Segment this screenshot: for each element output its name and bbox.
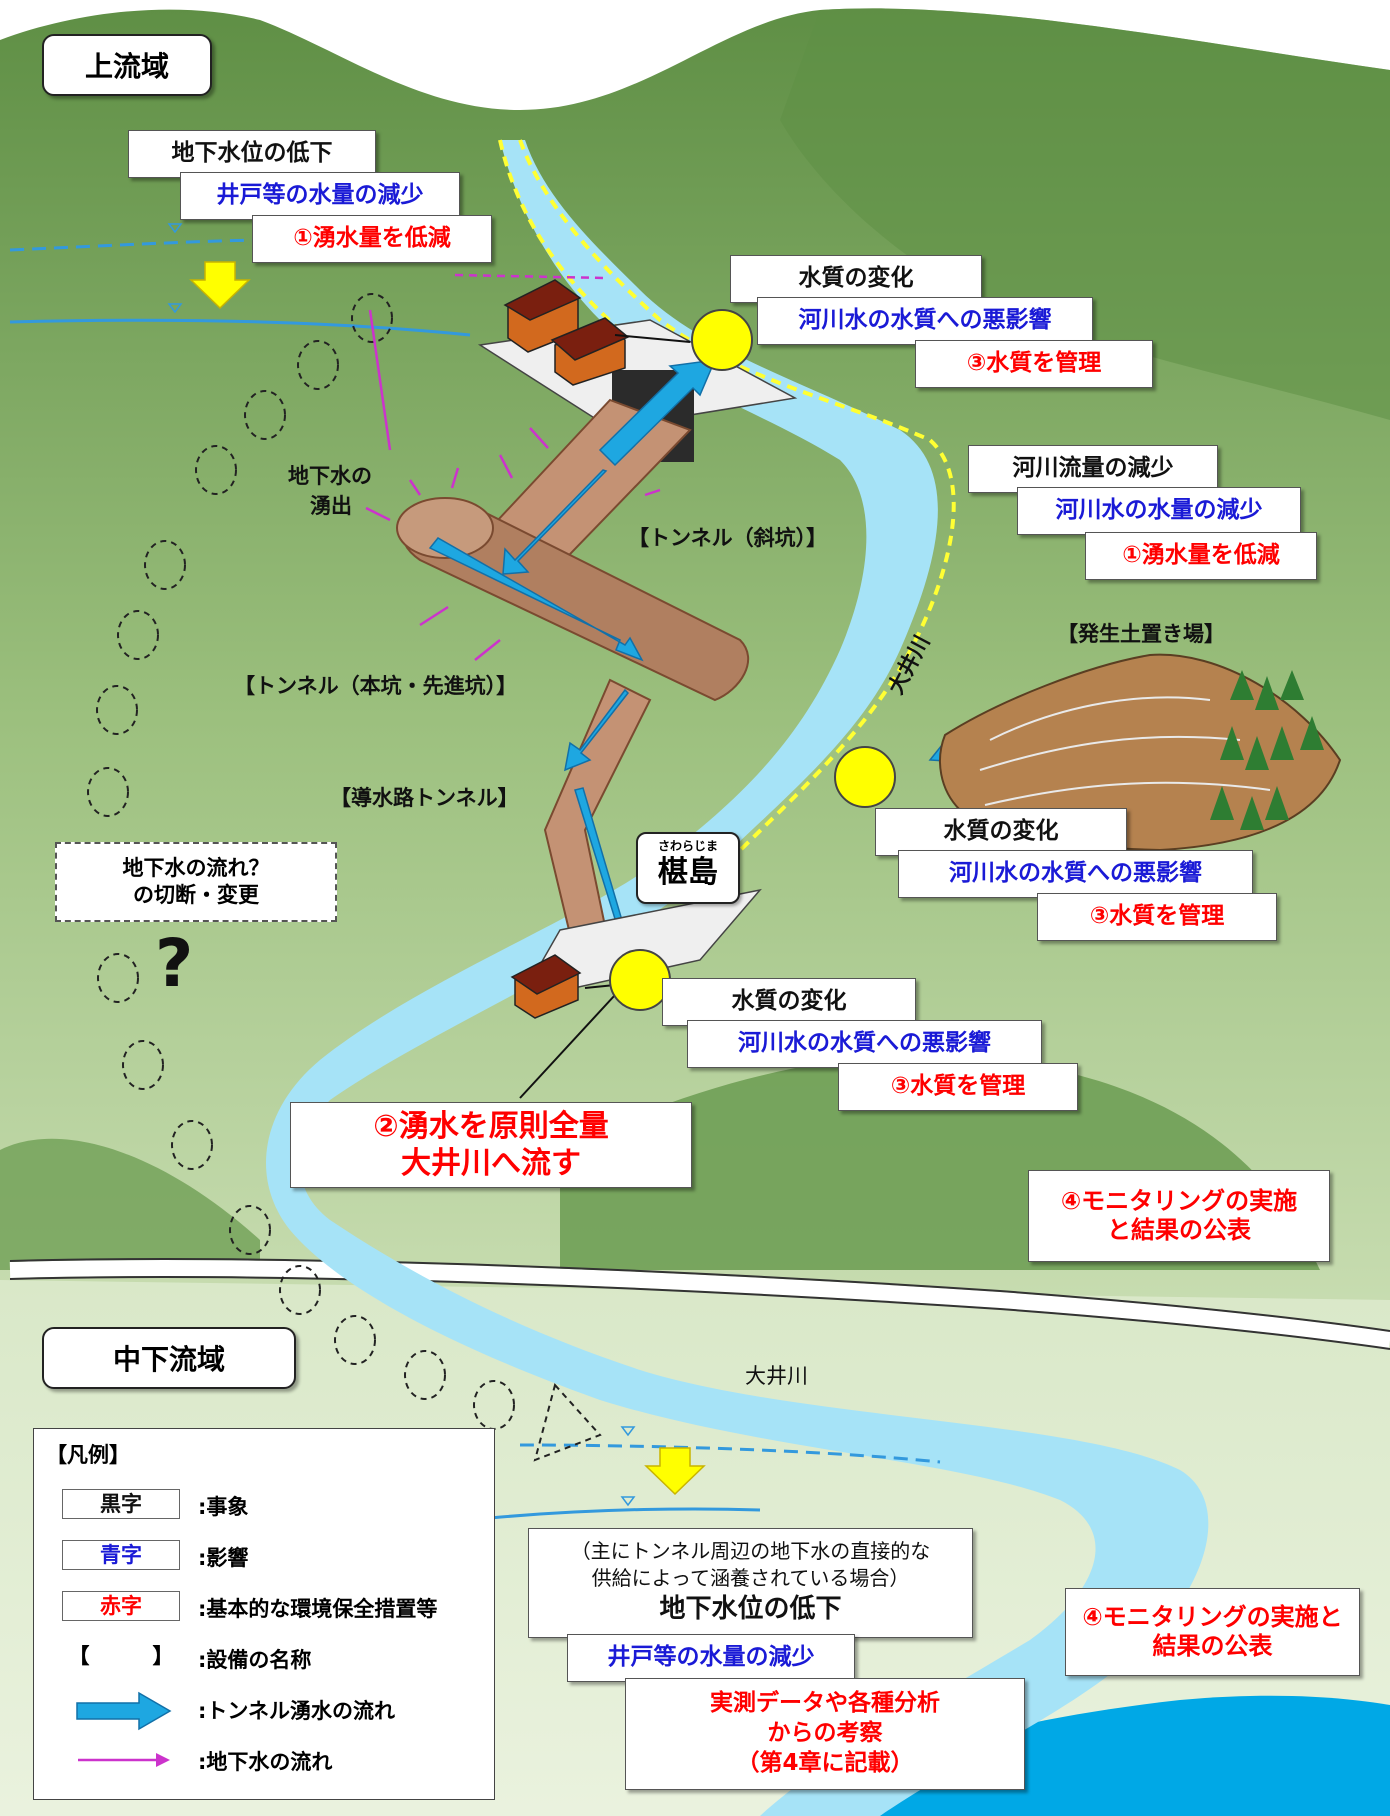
legend-row-groundwater-flow: :地下水の流れ [34, 1740, 494, 1780]
main-measure-line1: ②湧水を原則全量 [373, 1108, 609, 1144]
label-spoil-site: 【発生土置き場】 [1057, 622, 1225, 646]
impact-well-water-decrease-lower: 井戸等の水量の減少 [567, 1634, 855, 1682]
place-label-sawarajima: さわらじま 椹島 [636, 832, 740, 904]
measure-monitoring-upper: ④モニタリングの実施 と結果の公表 [1028, 1170, 1330, 1262]
measure-manage-quality-spoil: ③水質を管理 [1037, 893, 1277, 941]
monitoring-upper-line2: と結果の公表 [1107, 1216, 1251, 1244]
legend-title: 【凡例】 [46, 1443, 130, 1467]
legend-key-blue: 青字 [62, 1540, 180, 1570]
legend-row-impact: 青字 :影響 [34, 1536, 494, 1576]
impact-river-volume-decrease: 河川水の水量の減少 [1017, 487, 1301, 535]
consideration-box: 実測データや各種分析 からの考察 （第4章に記載） [625, 1678, 1025, 1790]
label-groundwater-outflow-2: 湧出 [310, 494, 352, 518]
legend-desc-facility: :設備の名称 [198, 1648, 312, 1672]
discharge-point-middle [834, 746, 896, 808]
label-conduit-tunnel: 【導水路トンネル】 [330, 786, 519, 810]
legend-key-red: 赤字 [62, 1591, 180, 1621]
region-label-upstream: 上流域 [42, 34, 212, 96]
groundwater-flow-question-box: 地下水の流れ？ の切断・変更 [55, 842, 337, 922]
event-water-quality-change-spoil: 水質の変化 [875, 808, 1127, 856]
legend-row-measure: 赤字 :基本的な環境保全措置等 [34, 1587, 494, 1627]
event-river-flow-decrease: 河川流量の減少 [968, 445, 1218, 493]
legend-desc-groundwater-flow: :地下水の流れ [198, 1750, 333, 1774]
label-river-oi-lower: 大井川 [745, 1364, 808, 1388]
legend-groundwater-flow-arrow-icon [78, 1753, 170, 1767]
main-measure-line2: 大井川へ流す [401, 1146, 581, 1181]
measure-manage-quality-sawarajima: ③水質を管理 [838, 1063, 1078, 1111]
monitoring-upper-line1: ④モニタリングの実施 [1060, 1187, 1298, 1216]
event-groundwater-level-drop-lower: 地下水位の低下 [659, 1594, 842, 1625]
legend-desc-event: :事象 [198, 1495, 249, 1519]
main-measure-discharge-to-river: ②湧水を原則全量 大井川へ流す [290, 1102, 692, 1188]
label-tunnel-incline: 【トンネル（斜坑）】 [628, 526, 828, 550]
legend: 【凡例】 黒字 :事象 青字 :影響 赤字 :基本的な環境保全措置等 【 】 :… [33, 1428, 495, 1800]
legend-tunnel-flow-arrow-icon [76, 1691, 172, 1731]
legend-desc-measure: :基本的な環境保全措置等 [198, 1597, 438, 1621]
event-groundwater-level-drop: 地下水位の低下 [128, 130, 376, 178]
impact-well-water-decrease: 井戸等の水量の減少 [180, 172, 460, 220]
discharge-point-upper [691, 309, 753, 371]
region-label-downstream: 中下流域 [42, 1327, 296, 1389]
legend-row-tunnel-flow: :トンネル湧水の流れ [34, 1689, 494, 1731]
label-tunnel-main: 【トンネル（本坑・先進坑）】 [234, 674, 518, 698]
sawarajima-ruby: さわらじま [657, 839, 718, 853]
legend-row-event: 黒字 :事象 [34, 1485, 494, 1525]
question-mark: ? [155, 925, 194, 1002]
consideration-line2: からの考察 [767, 1720, 883, 1747]
impact-river-quality-spoil: 河川水の水質への悪影響 [898, 850, 1253, 898]
event-water-quality-change-sawarajima: 水質の変化 [662, 978, 916, 1026]
event-water-quality-change-upper: 水質の変化 [730, 255, 982, 303]
consideration-line1: 実測データや各種分析 [710, 1690, 940, 1717]
consideration-line3: （第4章に記載） [736, 1749, 914, 1776]
legend-key-bracket: 【 】 [62, 1642, 180, 1672]
legend-desc-tunnel-flow: :トンネル湧水の流れ [198, 1699, 395, 1723]
label-groundwater-outflow-1: 地下水の [288, 464, 372, 488]
impact-river-quality-upper: 河川水の水質への悪影響 [757, 297, 1093, 345]
lower-note-line2: 供給によって涵養されている場合） [591, 1566, 910, 1591]
lower-basin-note-box: （主にトンネル周辺の地下水の直接的な 供給によって涵養されている場合） 地下水位… [528, 1528, 973, 1638]
flow-question-line2: の切断・変更 [133, 883, 259, 907]
measure-manage-quality-upper: ③水質を管理 [915, 340, 1153, 388]
measure-reduce-spring-water: ①湧水量を低減 [252, 215, 492, 263]
lower-note-line1: （主にトンネル周辺の地下水の直接的な [570, 1539, 931, 1564]
legend-key-black: 黒字 [62, 1489, 180, 1519]
flow-question-line1: 地下水の流れ？ [122, 855, 270, 880]
discharge-point-sawarajima [609, 949, 671, 1011]
sawarajima-name: 椹島 [658, 855, 718, 890]
measure-monitoring-lower: ④モニタリングの実施と 結果の公表 [1065, 1588, 1360, 1676]
monitoring-lower-line2: 結果の公表 [1152, 1632, 1273, 1660]
impact-river-quality-sawarajima: 河川水の水質への悪影響 [687, 1020, 1042, 1068]
monitoring-lower-line1: ④モニタリングの実施と [1082, 1603, 1343, 1632]
measure-reduce-spring-water-river: ①湧水量を低減 [1085, 532, 1317, 580]
legend-row-facility: 【 】 :設備の名称 [34, 1638, 494, 1678]
legend-desc-impact: :影響 [198, 1546, 249, 1570]
